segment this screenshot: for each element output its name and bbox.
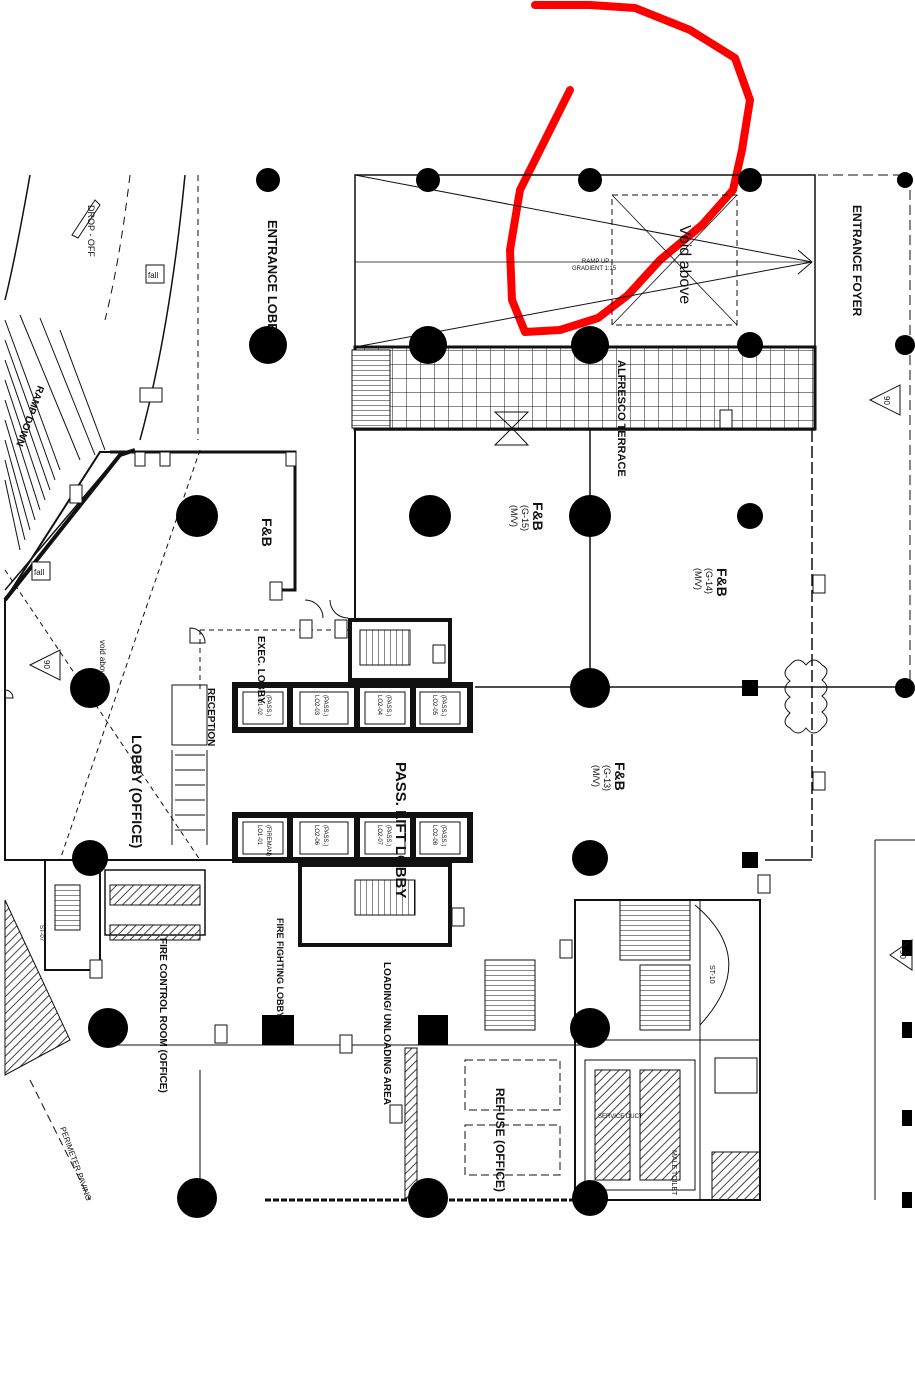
door-swing <box>4 689 14 699</box>
ramp-area: DROP - OFF RAMP DOWN fall fall <box>3 174 199 602</box>
lift-id: LO2-06 <box>313 825 319 846</box>
fb-g14-use: (M/V) <box>693 568 703 590</box>
perimeter-paving-label: PERIMETER PAVING <box>58 1126 93 1202</box>
lift-type: (PASS.) <box>440 825 446 846</box>
lift-car: LO1-02 (PASS.) <box>242 691 284 725</box>
male-toilet-label: MALE TOILET <box>670 1150 677 1196</box>
lift-type: (PASS.) <box>385 695 391 716</box>
lobby-office-label: LOBBY (OFFICE) <box>129 735 145 848</box>
lift-id: LO2-08 <box>431 825 437 846</box>
fire-fighting-lobby-label: FIRE FIGHTING LOBBY <box>275 918 285 1018</box>
reception-label: RECEPTION <box>205 688 216 746</box>
lift-car: LO2-06 (PASS.) <box>299 821 349 855</box>
ramp-up-label: RAMP UP <box>582 259 609 265</box>
pass-lift-lobby-label: PASS. LIFT LOBBY <box>392 762 409 898</box>
door-swing <box>189 627 206 644</box>
lift-id: LO2-04 <box>376 695 382 716</box>
exec-lobby-label: EXEC. LOBBY <box>255 636 266 704</box>
lift-id: LO1-01 <box>256 825 262 846</box>
fb-g13-use: (M/V) <box>591 765 601 787</box>
fb-west-label: F&B <box>259 518 275 547</box>
lift-core-bottom <box>232 812 473 863</box>
stair-st07-label: ST-07 <box>38 925 44 942</box>
fb-g14-label: F&B <box>714 568 730 597</box>
door-tags <box>69 409 826 1124</box>
service-duct-label: SERVICE DUCT <box>598 1114 643 1120</box>
loading-area-label: LOADING/ UNLOADING AREA <box>381 962 392 1105</box>
lift-car: LO2-05 (PASS.) <box>419 691 461 725</box>
columns <box>70 168 915 1218</box>
door-swing <box>304 599 324 619</box>
gradient-label: GRADIENT 1:15 <box>572 266 617 272</box>
lift-car: LO2-07 (PASS.) <box>364 821 406 855</box>
fb-g15-code: (G-15) <box>520 505 530 531</box>
refuse-room: REFUSE (OFFICE) <box>404 1047 561 1199</box>
section-marker: 90 <box>868 384 901 416</box>
lift-id: LO1-02 <box>256 695 262 716</box>
lift-id: LO2-03 <box>313 695 319 716</box>
lift-type: (PASS.) <box>322 825 328 846</box>
lift-car: LO1-01 (FIREMAN) <box>242 821 284 856</box>
entrance-foyer-label: ENTRANCE FOYER <box>850 205 864 317</box>
lift-id: LO2-07 <box>376 825 382 846</box>
fb-g14-code: (G-14) <box>704 568 714 594</box>
fb-g15-label: F&B <box>530 502 546 531</box>
fb-g13-label: F&B <box>612 762 628 791</box>
refuse-label: REFUSE (OFFICE) <box>493 1088 507 1192</box>
door-swing <box>329 599 349 619</box>
lift-type: (PASS.) <box>385 825 391 846</box>
staircases: ST-10 ST-07 <box>38 618 730 1031</box>
lift-car: LO2-03 (PASS.) <box>299 691 349 725</box>
lift-car: LO2-08 (PASS.) <box>419 821 461 855</box>
lift-core-top <box>232 682 473 733</box>
alfresco-terrace-label: ALFRESCO TERRACE <box>615 360 627 477</box>
fall-label-1: fall <box>148 271 158 280</box>
drop-off-label: DROP - OFF <box>86 205 96 257</box>
grid-90-label: 90 <box>42 660 51 669</box>
fb-g13-code: (G-13) <box>602 765 612 791</box>
service-block: SERVICE DUCT MALE TOILET <box>104 869 761 1201</box>
revision-cloud <box>784 659 828 734</box>
fb-g15-use: (M/V) <box>509 505 519 527</box>
lift-id: LO2-05 <box>431 695 437 716</box>
stair-st10-label: ST-10 <box>708 965 715 984</box>
alfresco-terrace: ALFRESCO TERRACE <box>351 345 817 477</box>
section-marker: 90 <box>28 649 61 681</box>
section-marker: 90 <box>889 939 913 971</box>
red-annotation-scribble <box>506 1 754 336</box>
ramp-up-zone: RAMP UP GRADIENT 1:15 Void above ENTRANC… <box>265 174 864 348</box>
perimeter-line <box>29 1079 91 1201</box>
entrance-lobby-label: ENTRANCE LOBBY <box>265 220 280 342</box>
void-above-label: Void above <box>676 225 693 304</box>
void-above-small-label: void above <box>98 640 107 679</box>
lift-type: (PASS.) <box>265 695 271 716</box>
lift-car: LO2-04 (PASS.) <box>364 691 406 725</box>
grid-90-label: 90 <box>898 950 907 959</box>
lift-type: (PASS.) <box>440 695 446 716</box>
grid-90-label: 90 <box>882 396 891 405</box>
ramp-down-label: RAMP DOWN <box>13 384 45 448</box>
fire-control-room-label: FIRE CONTROL ROOM (OFFICE) <box>157 938 168 1093</box>
landscape-hatch <box>4 899 71 1076</box>
room-labels: F&B F&B (G-15) (M/V) F&B (G-14) (M/V) F&… <box>58 502 730 1202</box>
lift-type: (PASS.) <box>322 695 328 716</box>
lift-type: (FIREMAN) <box>265 825 271 856</box>
fall-label-2: fall <box>34 568 44 577</box>
